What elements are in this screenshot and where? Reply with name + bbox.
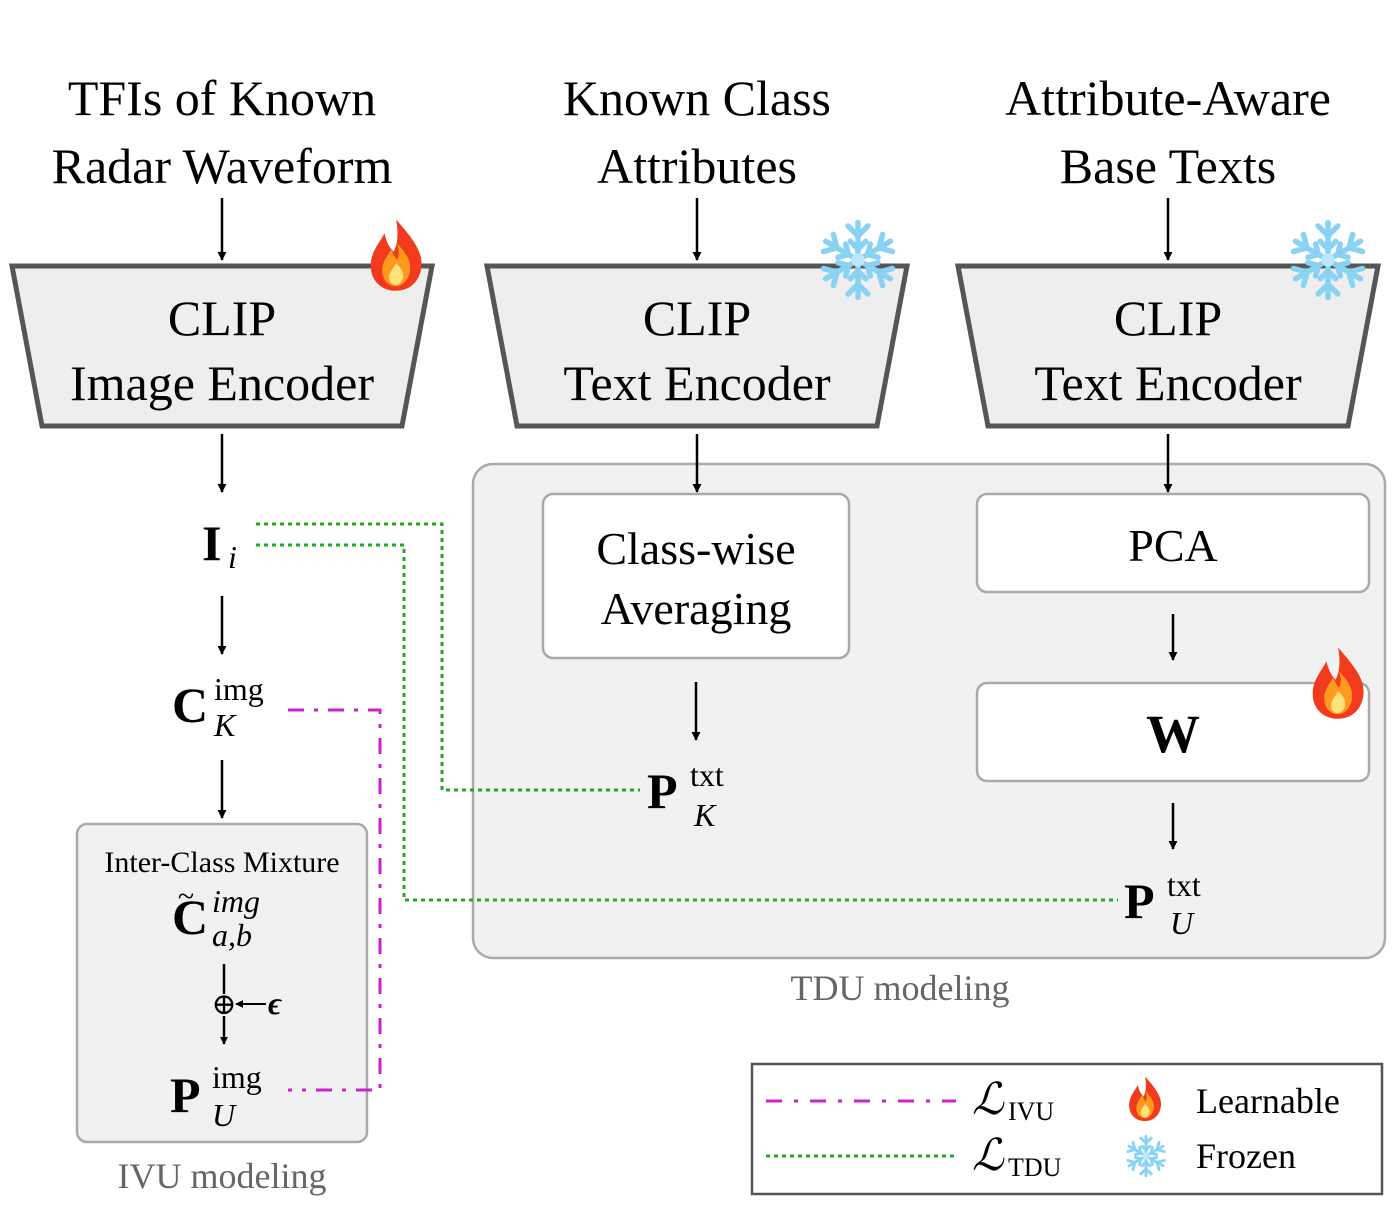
- svg-text:ℒ: ℒ: [972, 1131, 1005, 1180]
- snowflake-icon: [1291, 223, 1366, 298]
- svg-text:img: img: [212, 883, 260, 919]
- svg-text:U: U: [212, 1097, 237, 1133]
- epsilon-symbol: ϵ: [268, 985, 282, 1021]
- w-box: [975, 681, 1371, 783]
- svg-text:ℒ: ℒ: [972, 1075, 1005, 1124]
- base-input-title-line2: Base Texts: [1060, 138, 1276, 194]
- image-encoder-label-line2: Image Encoder: [70, 355, 374, 411]
- svg-text:~: ~: [178, 880, 194, 913]
- svg-text:C: C: [172, 889, 208, 945]
- prototype-known-text: P txt K: [647, 757, 724, 833]
- svg-text:img: img: [212, 1059, 262, 1095]
- oplus-symbol: ⊕: [211, 988, 236, 1021]
- text-encoder-2-label-line1: CLIP: [1114, 290, 1222, 346]
- classwise-averaging-line1: Class-wise: [596, 523, 795, 574]
- text-encoder-1-label-line2: Text Encoder: [563, 355, 831, 411]
- ivu-caption: IVU modeling: [118, 1156, 327, 1196]
- fire-icon: [370, 219, 422, 291]
- svg-text:U: U: [1170, 905, 1195, 941]
- base-input-title-line1: Attribute-Aware: [1005, 70, 1331, 126]
- text-encoder-1-block: [483, 263, 911, 429]
- svg-text:K: K: [693, 797, 717, 833]
- svg-text:P: P: [647, 763, 678, 819]
- attr-input-title-line1: Known Class: [563, 70, 831, 126]
- legend-ivu-loss-label: ℒ IVU: [972, 1075, 1054, 1126]
- svg-text:img: img: [214, 671, 264, 707]
- snowflake-icon: [821, 223, 896, 298]
- prototype-unknown-text: P txt U: [1124, 867, 1201, 941]
- image-input-title-line1: TFIs of Known: [68, 70, 376, 126]
- legend-tdu-loss-label: ℒ TDU: [972, 1131, 1062, 1182]
- mixed-centroid-symbol: C ~ img a,b: [172, 880, 260, 953]
- svg-text:P: P: [170, 1067, 201, 1123]
- image-encoder-label-line1: CLIP: [168, 290, 276, 346]
- legend-box: [750, 1062, 1384, 1196]
- svg-text:TDU: TDU: [1008, 1153, 1062, 1182]
- image-centroid-symbol: C img K: [172, 671, 264, 743]
- attr-input-title-line2: Attributes: [597, 138, 797, 194]
- svg-text:C: C: [172, 677, 208, 733]
- pca-box: [975, 492, 1371, 594]
- tdu-caption: TDU modeling: [791, 968, 1010, 1008]
- pca-label: PCA: [1128, 520, 1217, 571]
- text-encoder-2-label-line2: Text Encoder: [1034, 355, 1302, 411]
- text-encoder-1-label-line1: CLIP: [643, 290, 751, 346]
- svg-text:a,b: a,b: [212, 917, 252, 953]
- w-label: W: [1146, 704, 1200, 764]
- svg-text:i: i: [228, 539, 237, 575]
- image-encoder-block: [8, 263, 436, 429]
- svg-text:I: I: [202, 515, 221, 571]
- classwise-averaging-box: [541, 492, 851, 660]
- image-input-title-line2: Radar Waveform: [52, 138, 393, 194]
- legend-frozen-label: Frozen: [1196, 1136, 1296, 1176]
- svg-text:K: K: [213, 707, 237, 743]
- ivu-loss-line: [288, 708, 382, 1092]
- svg-text:txt: txt: [1167, 867, 1201, 903]
- tdu-loss-line-unknown: [256, 543, 1118, 902]
- ivu-panel: [75, 822, 369, 1144]
- mixture-label: Inter-Class Mixture: [104, 846, 339, 879]
- legend-learnable-label: Learnable: [1196, 1081, 1340, 1121]
- image-feature-symbol: I i: [202, 515, 237, 575]
- svg-text:P: P: [1124, 873, 1155, 929]
- svg-text:txt: txt: [690, 757, 724, 793]
- prototype-unknown-image: P img U: [170, 1059, 262, 1133]
- classwise-averaging-line2: Averaging: [601, 583, 792, 634]
- text-encoder-2-block: [954, 263, 1382, 429]
- svg-text:IVU: IVU: [1008, 1097, 1054, 1126]
